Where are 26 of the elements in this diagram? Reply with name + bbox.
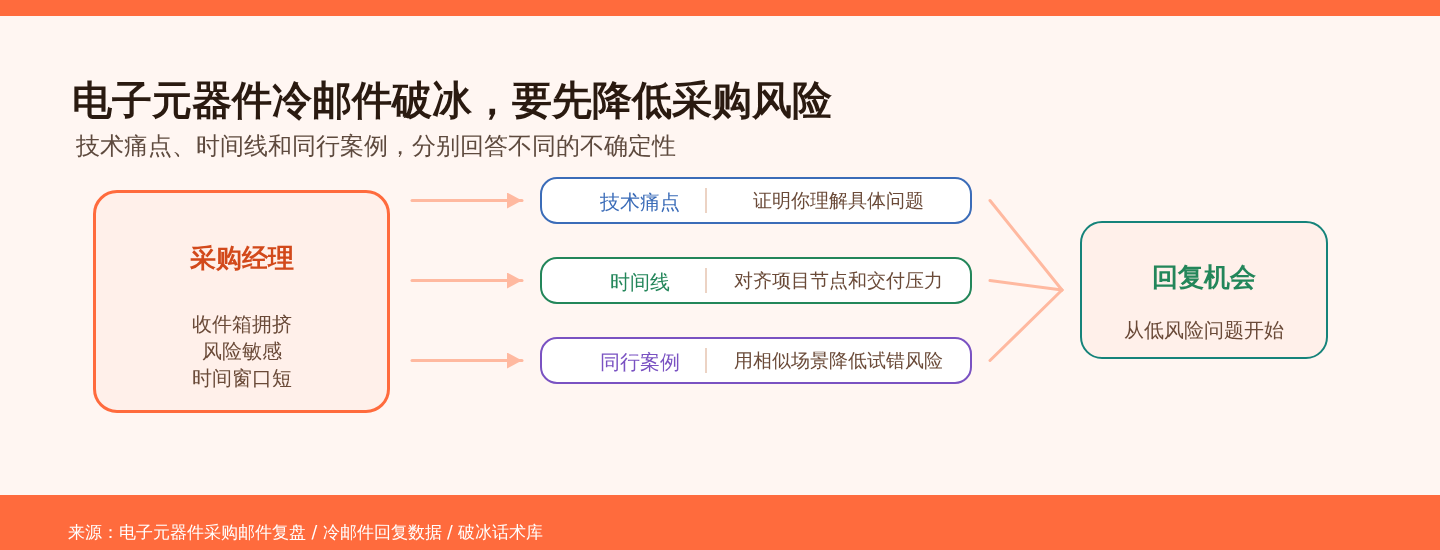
card-title: 回复机会 [1152,261,1256,293]
connector-line [988,199,1064,292]
info-card [93,190,390,413]
card-text: 时间窗口短 [191,365,292,391]
option-pill [540,257,972,304]
pill-label: 时间线 [610,270,670,294]
arrow [410,272,524,289]
option-pill [540,177,972,224]
card-title: 采购经理 [189,242,294,274]
connector-line [988,279,1064,292]
subtitle: 技术痛点、时间线和同行案例，分别回答不同的不确定性 [76,132,676,160]
connector-line [988,288,1064,362]
pill-label: 同行案例 [600,350,680,374]
card-text: 风险敏感 [201,338,282,364]
card-text: 从低风险问题开始 [1124,317,1284,343]
info-card [1080,221,1328,359]
pill-text: 证明你理解具体问题 [752,189,924,213]
arrow [410,192,524,209]
pill-text: 用相似场景降低试错风险 [733,349,943,373]
option-pill [540,337,972,384]
card-text: 收件箱拥挤 [191,311,292,337]
diagram-title: 电子元器件冷邮件破冰，要先降低采购风险 [72,76,832,124]
pill-text: 对齐项目节点和交付压力 [733,269,943,293]
pill-label: 技术痛点 [600,190,680,214]
arrow [410,352,524,369]
source-note: 来源：电子元器件采购邮件复盘 / 冷邮件回复数据 / 破冰话术库 [68,521,544,543]
